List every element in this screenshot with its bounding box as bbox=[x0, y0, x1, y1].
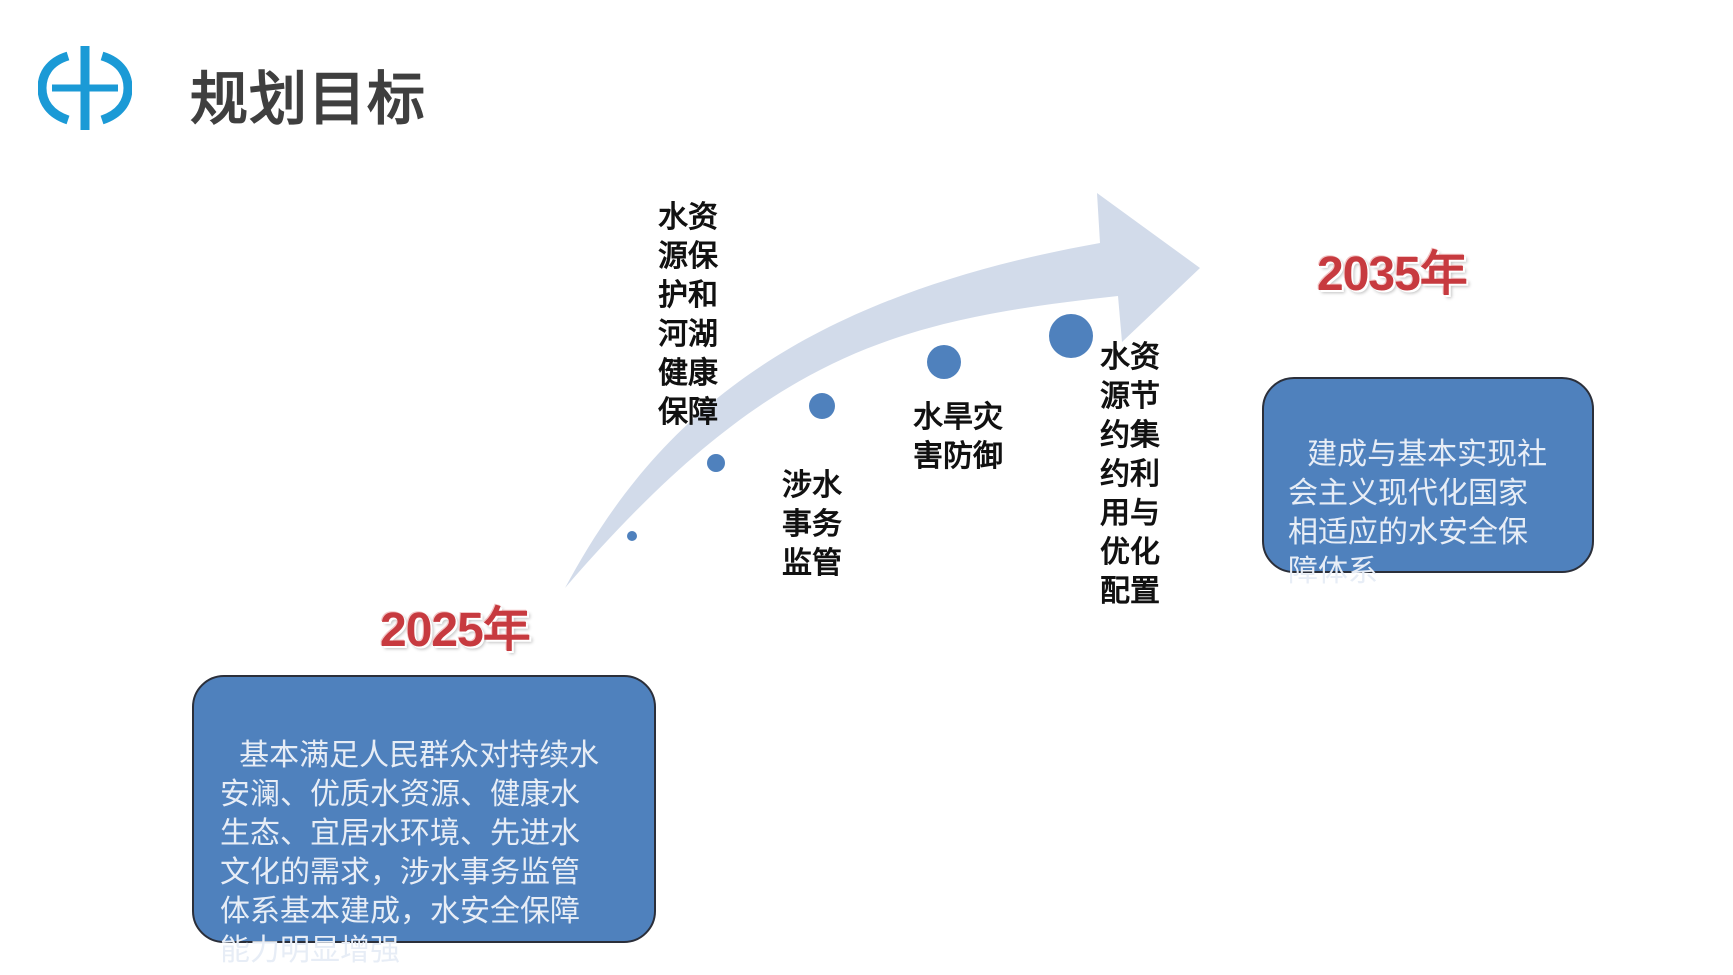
goal-2035-box: 建成与基本实现社 会主义现代化国家 相适应的水安全保 障体系 bbox=[1262, 377, 1594, 589]
milestone-dot-1 bbox=[627, 531, 637, 541]
milestone-dot-4 bbox=[927, 345, 961, 379]
water-logo-icon bbox=[38, 46, 132, 130]
year-2035-label: 2035年 bbox=[1317, 248, 1468, 301]
milestone-label-water-protection: 水资 源保 护和 河湖 健康 保障 bbox=[658, 200, 718, 430]
milestone-dot-5 bbox=[1049, 314, 1093, 358]
goal-2025-box: 基本满足人民群众对持续水 安澜、优质水资源、健康水 生态、宜居水环境、先进水 文… bbox=[192, 675, 656, 968]
page-title: 规划目标 bbox=[190, 65, 427, 133]
milestone-label-disaster-prevention: 水旱灾 害防御 bbox=[913, 400, 1003, 474]
milestone-label-water-supervision: 涉水 事务 监管 bbox=[782, 468, 842, 581]
goal-2035-text: 建成与基本实现社 会主义现代化国家 相适应的水安全保 障体系 bbox=[1288, 437, 1548, 589]
milestone-dot-2 bbox=[707, 454, 725, 472]
milestone-dot-3 bbox=[809, 393, 835, 419]
year-2025-label: 2025年 bbox=[380, 604, 531, 657]
milestone-label-water-conservation: 水资 源节 约集 约利 用与 优化 配置 bbox=[1100, 340, 1160, 609]
goal-2025-text: 基本满足人民群众对持续水 安澜、优质水资源、健康水 生态、宜居水环境、先进水 文… bbox=[220, 738, 600, 968]
curved-arrow bbox=[565, 193, 1200, 588]
